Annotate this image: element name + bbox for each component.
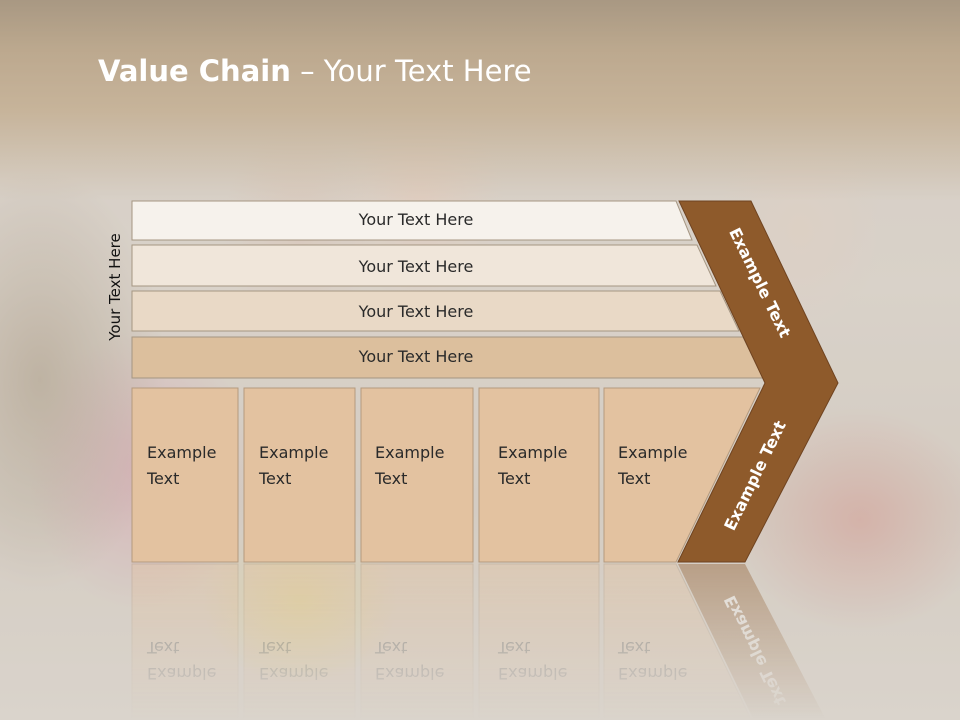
box-5-reflection-line1: Example: [618, 664, 687, 683]
box-4-line1: Example: [498, 443, 567, 462]
box-3: [360, 387, 474, 563]
bar-1-label: Your Text Here: [358, 210, 474, 229]
box-2-line1: Example: [259, 443, 328, 462]
box-4-reflection-line1: Example: [498, 664, 567, 683]
box-5-reflection-line2: Text: [617, 638, 650, 657]
bar-2: [131, 244, 717, 287]
box-4: [478, 387, 600, 563]
chevron-reflection: [678, 564, 827, 720]
bar-3-label: Your Text Here: [358, 302, 474, 321]
title-band: [0, 0, 960, 200]
box-1-reflection-line1: Example: [147, 664, 216, 683]
bar-group: Your Text Here Your Text Here Your Text …: [131, 200, 764, 379]
box-4-line2: Text: [497, 469, 530, 488]
box-5: [603, 387, 761, 563]
box-2-reflection-line2: Text: [258, 638, 291, 657]
box-1-reflection: [131, 563, 239, 720]
bar-4-label: Your Text Here: [358, 347, 474, 366]
box-3-reflection: [360, 563, 474, 720]
box-2-reflection: [243, 563, 356, 720]
title-bold: Value Chain: [98, 54, 291, 88]
chevron-shape: [677, 200, 839, 563]
box-1-line1: Example: [147, 443, 216, 462]
box-3-reflection-line1: Example: [375, 664, 444, 683]
box-1-line2: Text: [146, 469, 179, 488]
box-4-reflection: [478, 563, 600, 720]
bar-2-label: Your Text Here: [358, 257, 474, 276]
box-1: [131, 387, 239, 563]
box-2-reflection-line1: Example: [259, 664, 328, 683]
box-3-line1: Example: [375, 443, 444, 462]
box-5-line2: Text: [617, 469, 650, 488]
box-1-reflection-line2: Text: [146, 638, 179, 657]
box-2-line2: Text: [258, 469, 291, 488]
page-title: Value Chain – Your Text Here: [98, 54, 532, 88]
box-5-line1: Example: [618, 443, 687, 462]
box-3-line2: Text: [374, 469, 407, 488]
bar-3: [131, 290, 740, 332]
reflection: Example Text Example Text Example Text E…: [131, 563, 827, 720]
bar-1: [131, 200, 693, 241]
box-5-reflection: [603, 563, 752, 720]
box-group: Example Text Example Text Example Text E…: [131, 387, 761, 563]
title-rest: – Your Text Here: [290, 54, 532, 88]
box-3-reflection-line2: Text: [374, 638, 407, 657]
box-4-reflection-line2: Text: [497, 638, 530, 657]
box-2: [243, 387, 356, 563]
